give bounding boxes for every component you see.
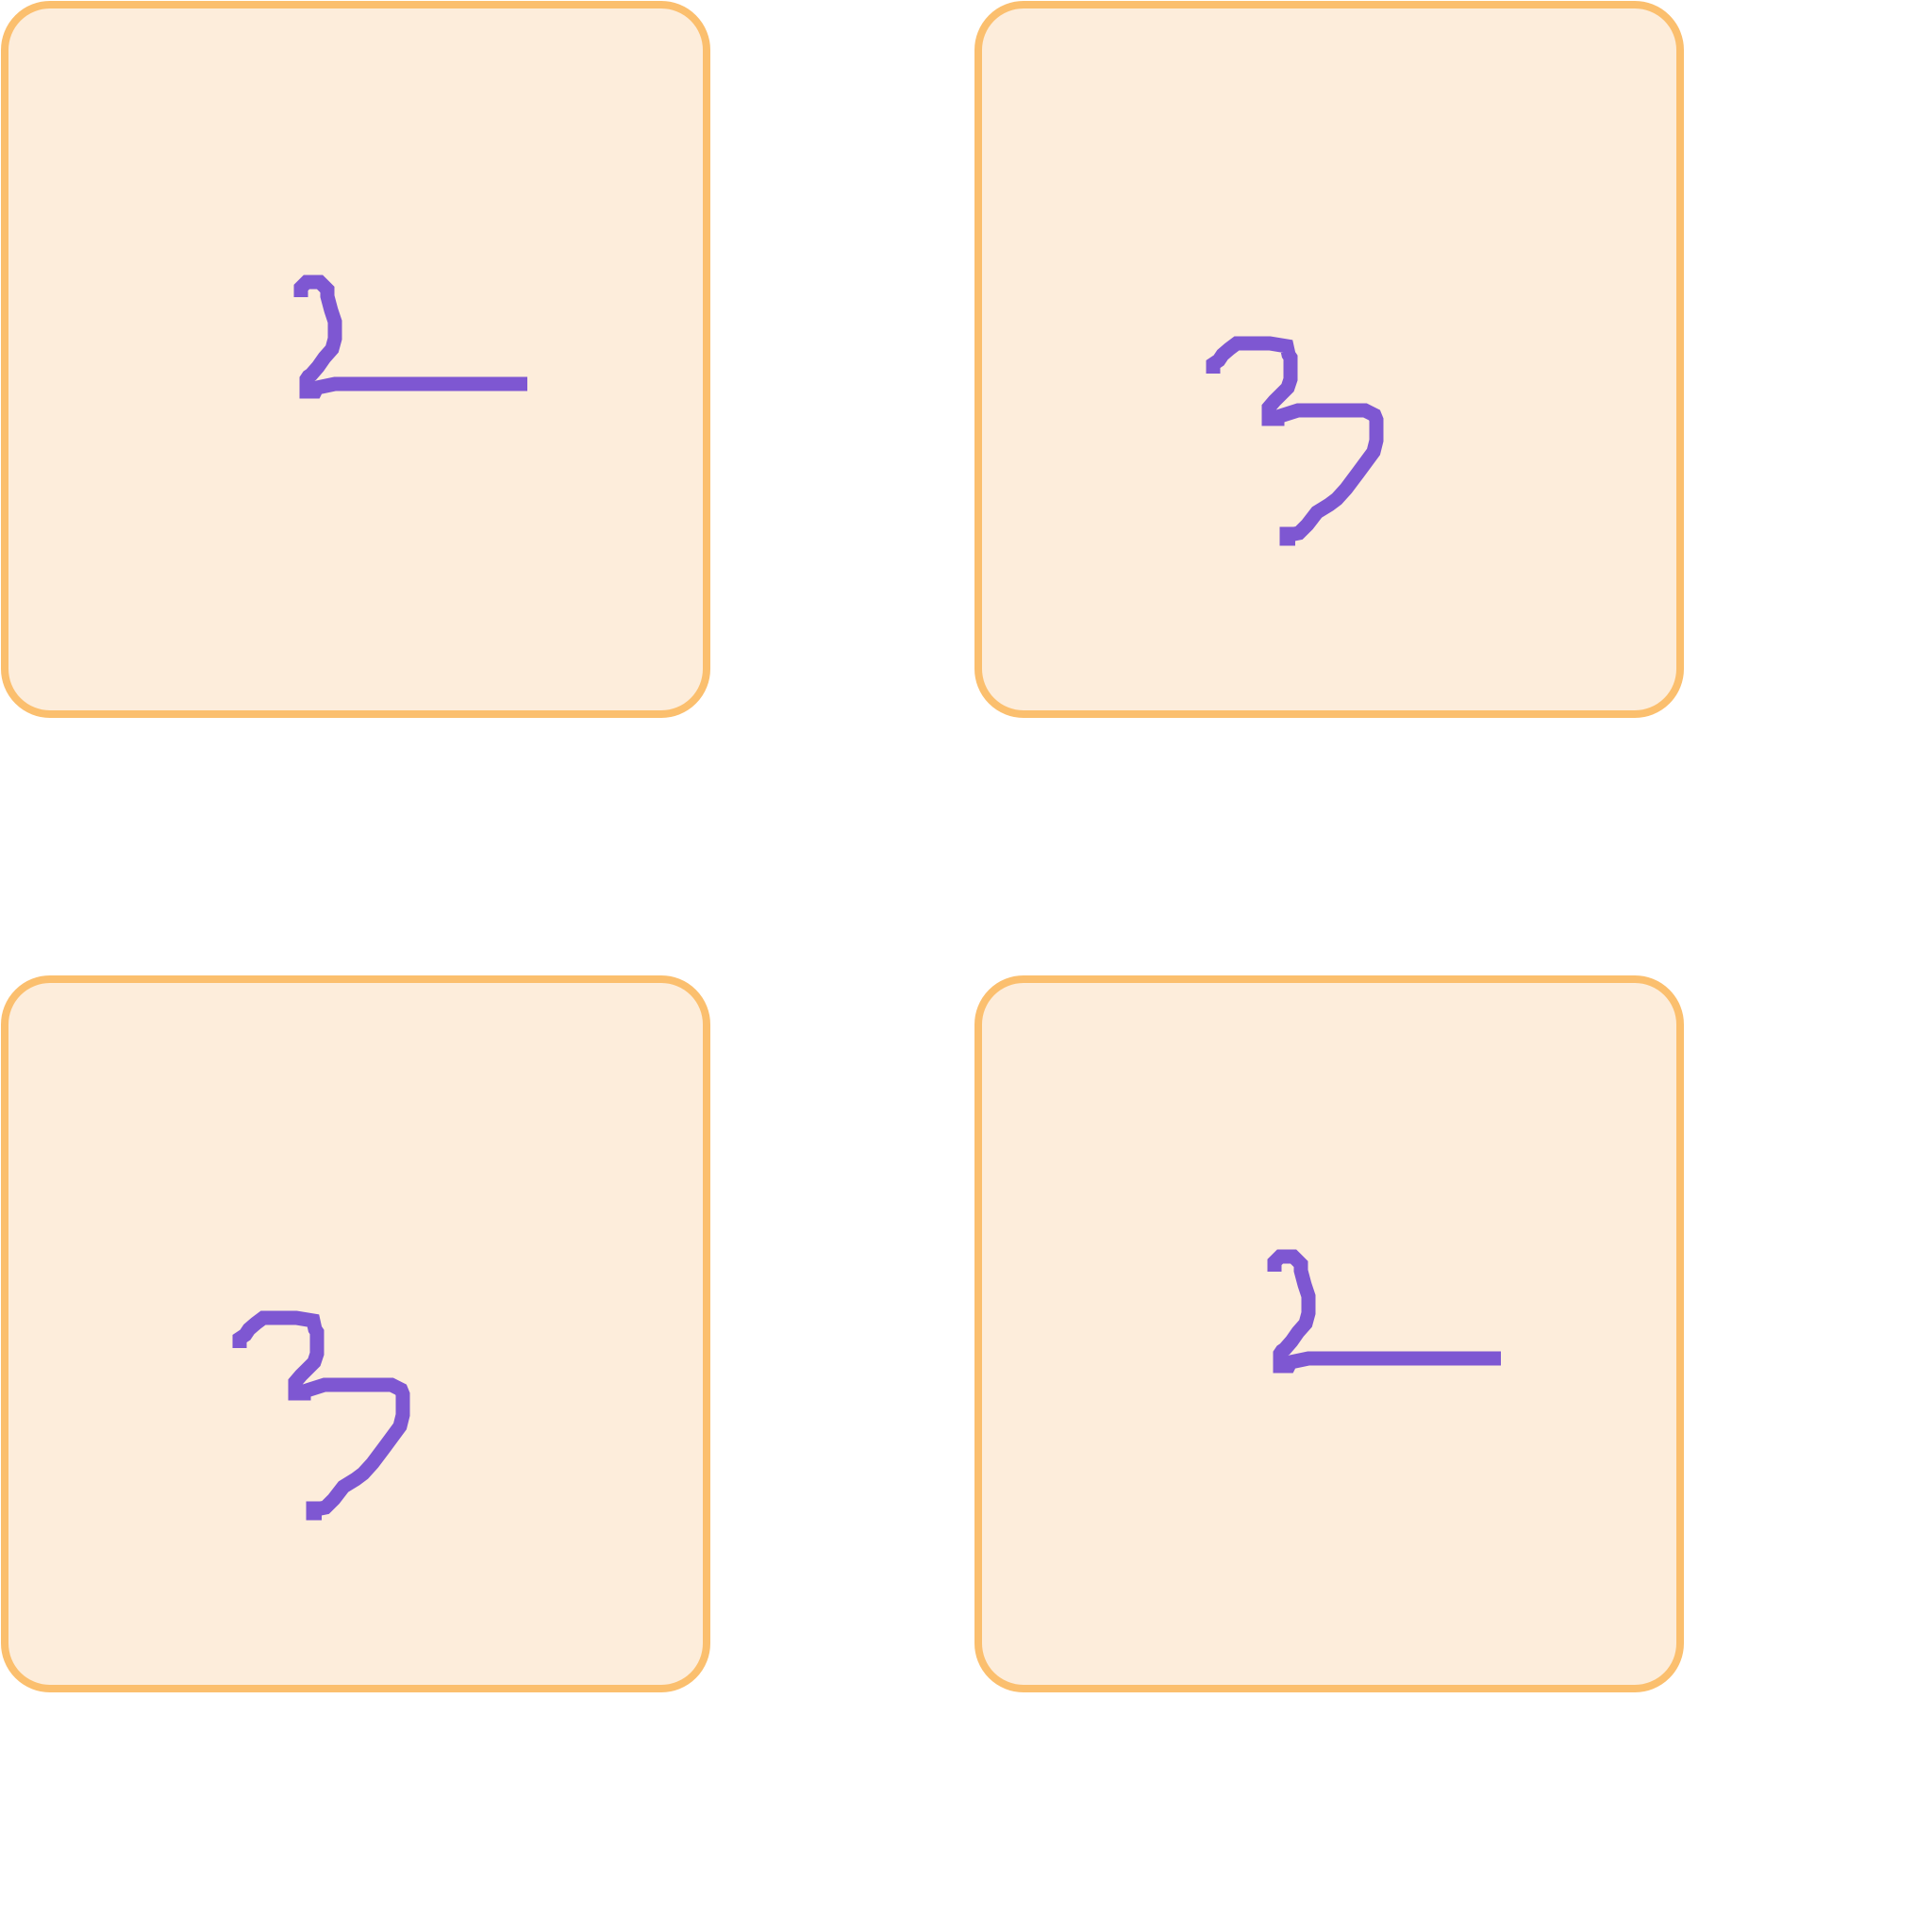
- double-hook-glyph-icon: [232, 1310, 410, 1521]
- card-3[interactable]: [1, 975, 710, 1692]
- card-1[interactable]: [1, 1, 710, 718]
- double-hook-glyph-icon: [1206, 336, 1384, 546]
- squiggle-line-glyph-icon: [293, 275, 527, 399]
- card-4[interactable]: [974, 975, 1684, 1692]
- card-2[interactable]: [974, 1, 1684, 718]
- squiggle-line-glyph-icon: [1267, 1249, 1501, 1374]
